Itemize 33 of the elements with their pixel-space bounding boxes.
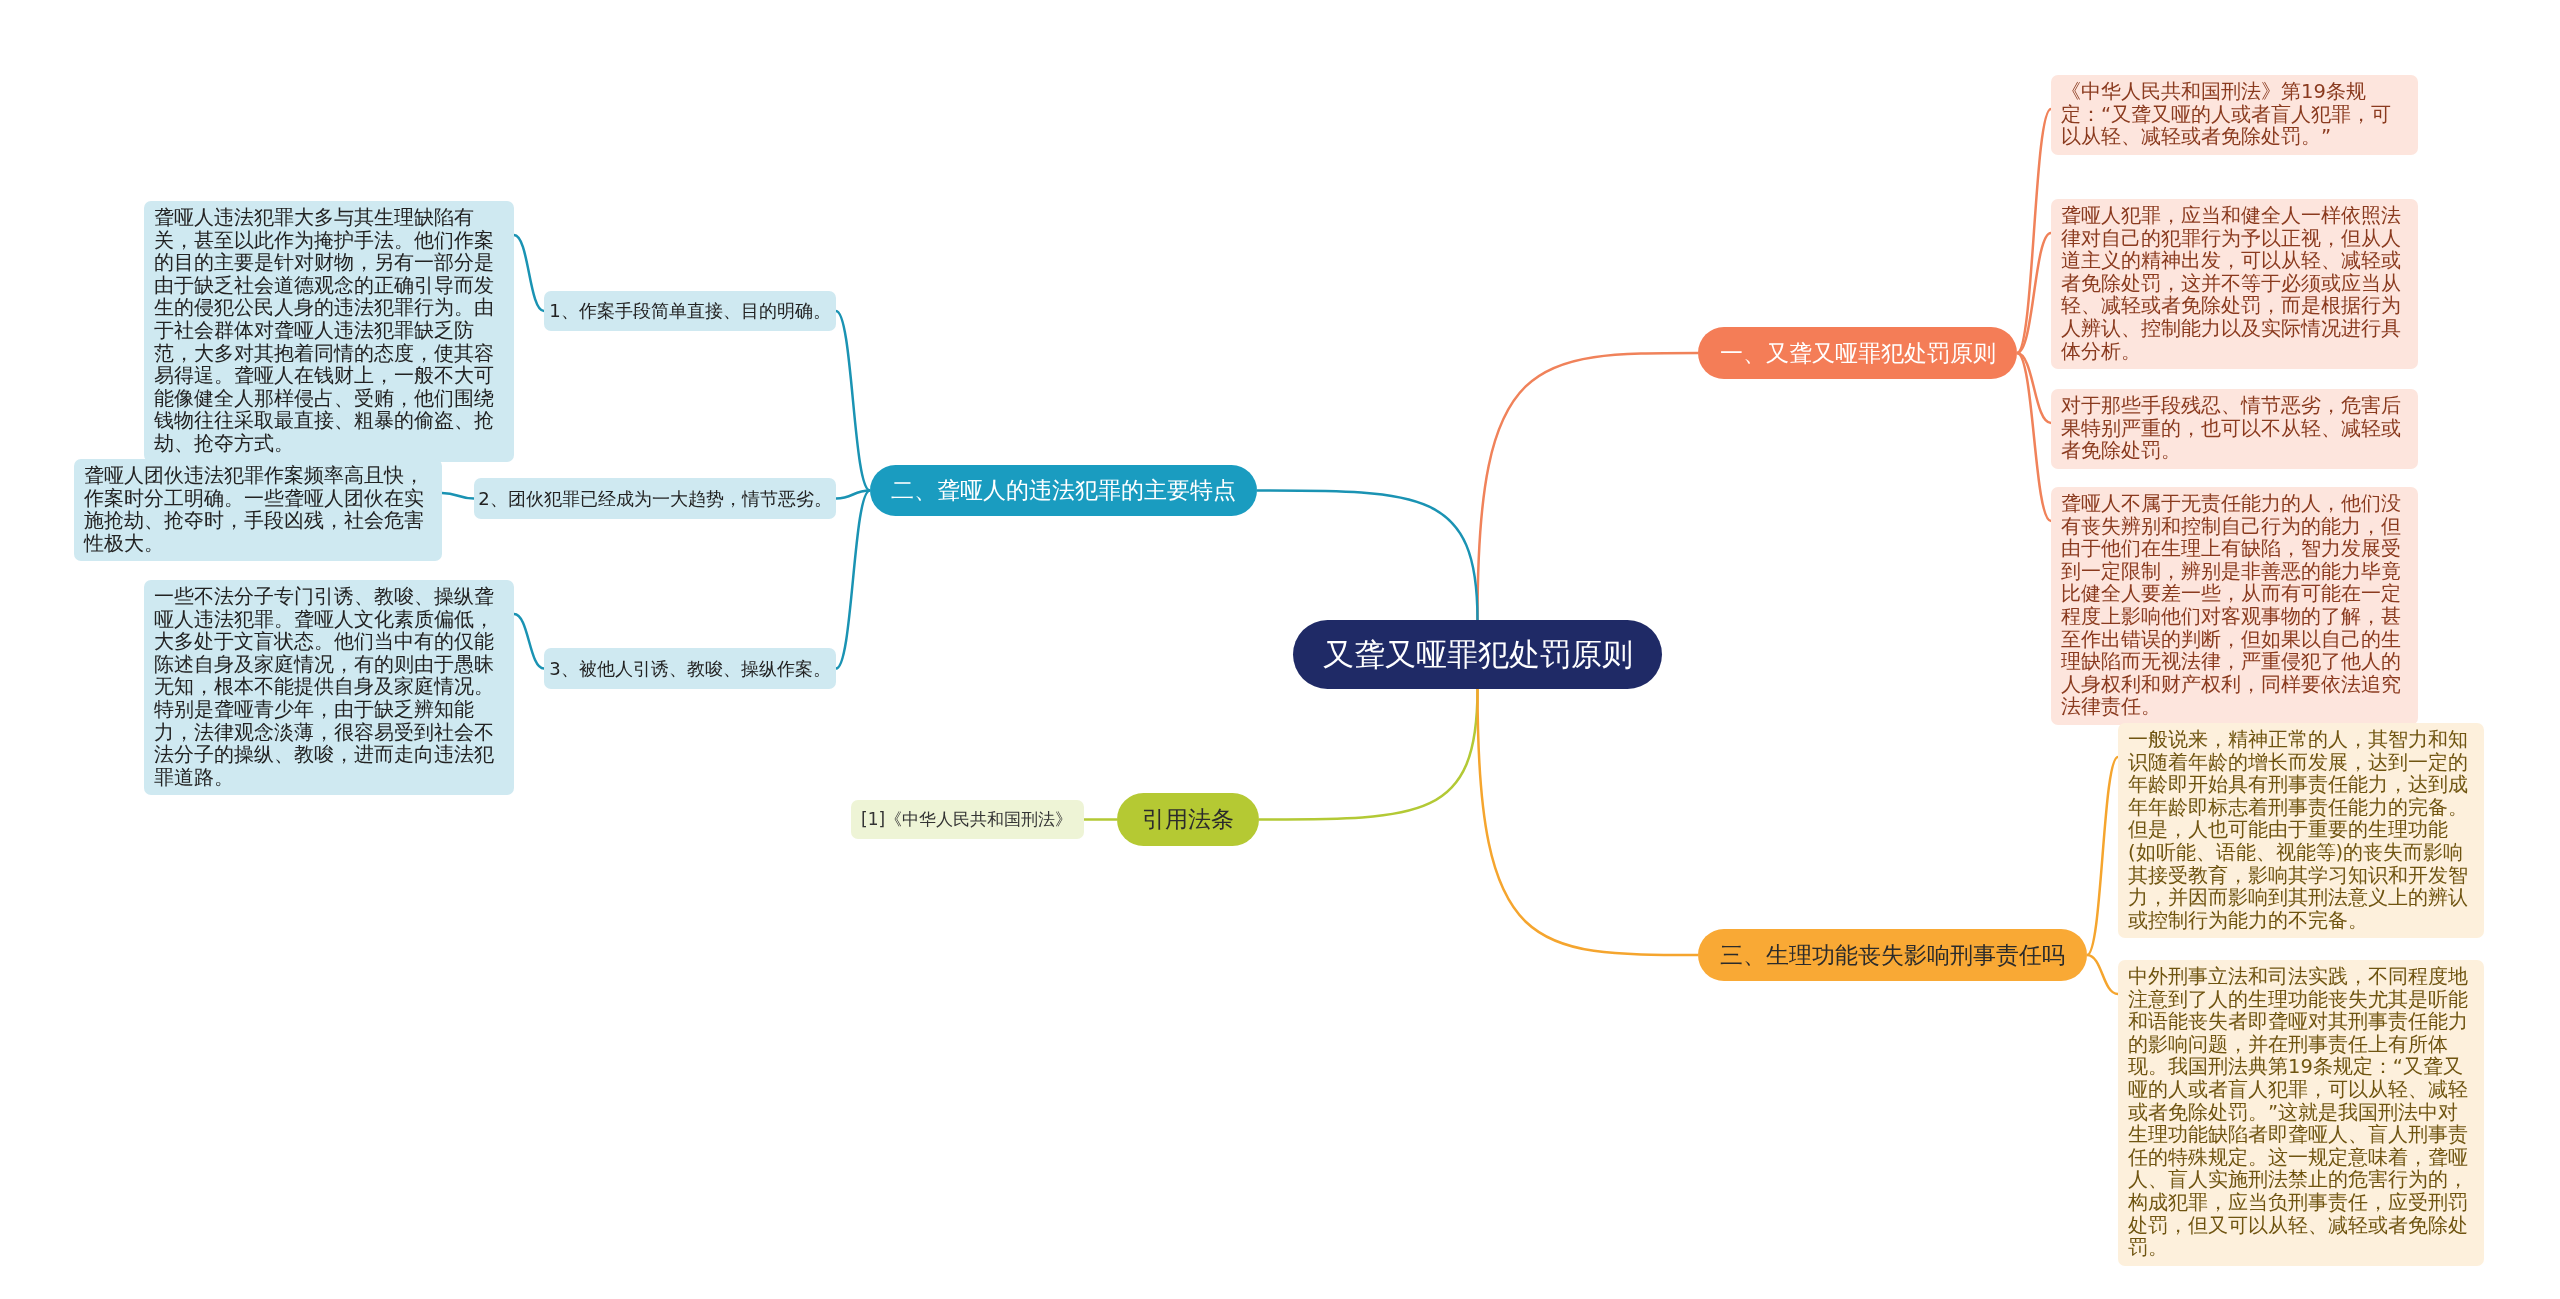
connector-line (2086, 756, 2119, 956)
note-box: 《中华人民共和国刑法》第19条规定：“又聋又哑的人或者盲人犯罪，可以从轻、减轻或者免除处罚。” (2051, 75, 2418, 155)
connector-line (2016, 352, 2052, 522)
branch-topic: 三、生理功能丧失影响刑事责任吗 (1698, 929, 2087, 981)
note-box: 对于那些手段残忍、情节恶劣，危害后果特别严重的，也可以不从轻、减轻或者免除处罚。 (2051, 389, 2418, 469)
connector-line (2016, 351, 2052, 425)
connector-line (513, 233, 545, 313)
central-topic: 又聋又哑罪犯处罚原则 (1293, 620, 1662, 689)
connector-line (441, 491, 475, 500)
note-box: 聋哑人违法犯罪大多与其生理缺陷有关，甚至以此作为掩护手法。他们作案的目的主要是针对财物，另有一部分是由于缺乏社会道德观念的正确引导而发生的侵犯公民人身的违法犯罪行为。由于社会群体对聋哑人违法犯罪缺乏防范，大多对其抱着同情的态度，使其容易得逞。聋哑人在钱财上，一般不大可能像健全人那样侵占、受贿，他们围绕钱物往往采取最直接、粗暴的偷盗、抢劫、抢夺方式。 (144, 201, 514, 462)
branch-topic: 二、聋哑人的违法犯罪的主要特点 (870, 465, 1257, 516)
branch-topic: 引用法条 (1117, 793, 1259, 846)
connector-line (835, 489, 871, 500)
subtopic-box: 1、作案手段简单直接、目的明确。 (544, 291, 836, 331)
note-box: 一般说来，精神正常的人，其智力和知识随着年龄的增长而发展，达到一定的年龄即开始具有刑事责任能力，达到成年年龄即标志着刑事责任能力的完备。但是，人也可能由于重要的生理功能(如听能、语能、视能等)的丧失而影响其接受教育，影响其学习知识和开发智力，并因而影响到其刑法意义上的辨认或控制行为能力的不完备。 (2118, 723, 2484, 939)
note-box: [1]《中华人民共和国刑法》 (851, 800, 1084, 839)
connector-line (1257, 489, 1479, 621)
note-box: 聋哑人犯罪，应当和健全人一样依照法律对自己的犯罪行为予以正视，但从人道主义的精神出发，可以从轻、减轻或者免除处罚，这并不等于必须或应当从轻、减轻或者免除处罚，而是根据行为人辨认、控制能力以及实际情况进行具体分析。 (2051, 199, 2418, 370)
subtopic-box: 3、被他人引诱、教唆、操纵作案。 (544, 648, 836, 689)
note-box: 聋哑人不属于无责任能力的人，他们没有丧失辨别和控制自己行为的能力，但由于他们在生理上有缺陷，智力发展受到一定限制，辨别是非善恶的能力毕竟比健全人要差一些，从而有可能在一定程度上影响他们对客观事物的了解，甚至作出错误的判断，但如果以自己的生理缺陷而无视法律，严重侵犯了他人的人身权利和财产权利，同样要依法追究法律责任。 (2051, 487, 2418, 725)
connector-line (835, 310, 871, 492)
note-box: 一些不法分子专门引诱、教唆、操纵聋哑人违法犯罪。聋哑人文化素质偏低，大多处于文盲状态。他们当中有的仅能陈述自身及家庭情况，有的则由于愚昧无知，根本不能提供自身及家庭情况。特别是聋哑青少年，由于缺乏辨知能力，法律观念淡薄，很容易受到社会不法分子的操纵、教唆，进而走向违法犯罪道路。 (144, 580, 514, 796)
connector-line (1476, 688, 1698, 957)
connector-line (2016, 231, 2052, 355)
note-box: 聋哑人团伙违法犯罪作案频率高且快，作案时分工明确。一些聋哑人团伙在实施抢劫、抢夺时，手段凶残，社会危害性极大。 (74, 459, 442, 562)
connector-line (835, 489, 871, 670)
note-box: 中外刑事立法和司法实践，不同程度地注意到了人的生理功能丧失尤其是听能和语能丧失者即聋哑对其刑事责任能力的影响问题，并在刑事责任上有所体现。我国刑法典第19条规定：“又聋又哑的人或者盲人犯罪，可以从轻、减轻或者免除处罚。”这就是我国刑法中对生理功能缺陷者即聋哑人、盲人刑事责任的特殊规定。这一规定意味着，聋哑人、盲人实施刑法禁止的危害行为的，构成犯罪，应当负刑事责任，应受刑罚处罚，但又可以从轻、减轻或者免除处罚。 (2118, 960, 2484, 1266)
connector-line (2016, 108, 2052, 354)
connector-line (513, 612, 545, 670)
subtopic-box: 2、团伙犯罪已经成为一大趋势，情节恶劣。 (474, 478, 836, 519)
branch-topic: 一、又聋又哑罪犯处罚原则 (1698, 327, 2017, 379)
connector-line (2086, 953, 2119, 996)
connector-line (1084, 818, 1117, 821)
